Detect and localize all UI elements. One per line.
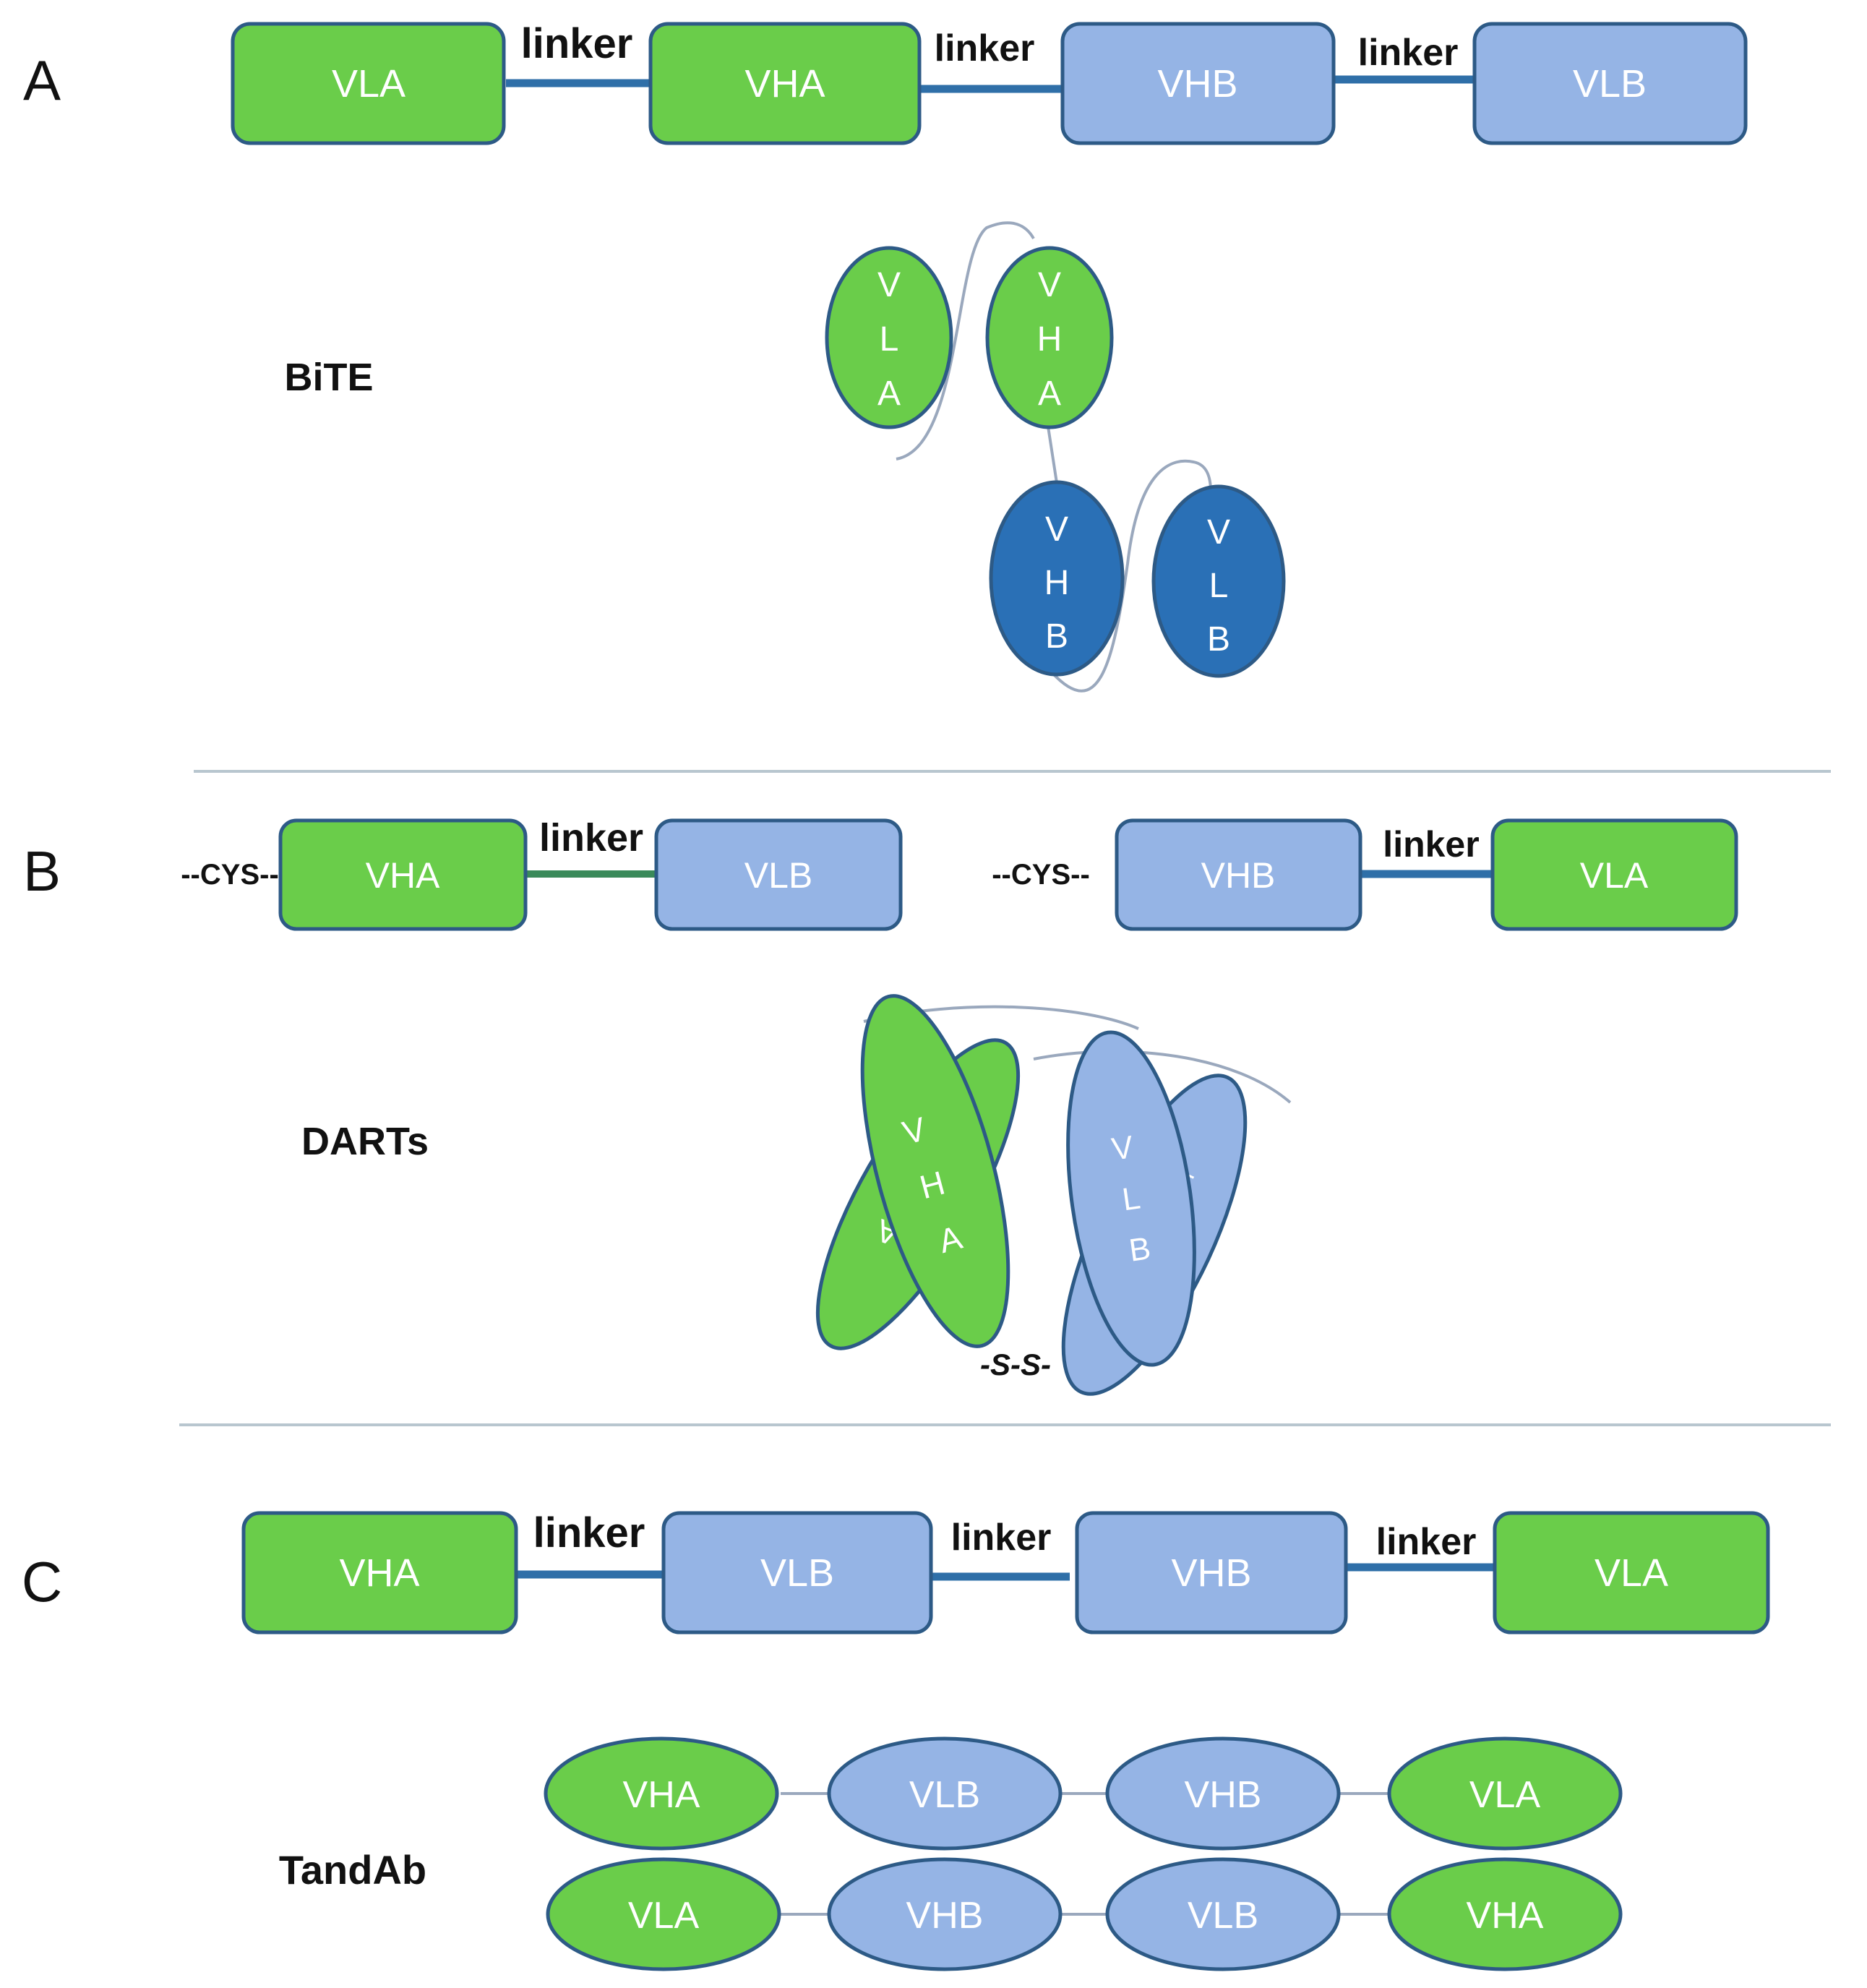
domain-label: VLA: [1595, 1551, 1668, 1595]
panel-c: C VHA VLB VHB VLA linker linker linker T…: [22, 1509, 1770, 1971]
domain-letter: L: [880, 320, 899, 359]
domain-letter: H: [1037, 320, 1063, 359]
domain-vhb: [1060, 22, 1336, 145]
domain-label: VLB: [909, 1774, 980, 1816]
domain-vlb: [661, 1511, 933, 1634]
domain-label: VHA: [339, 1551, 419, 1595]
tandab-domain-vlb: [827, 1736, 1063, 1851]
domain-vha: [648, 22, 922, 145]
domain-vhb: [1075, 1511, 1348, 1634]
tandab-domain-vla: [1387, 1736, 1623, 1851]
domain-label: VHB: [1201, 855, 1276, 896]
format-name-bite: BiTE: [284, 356, 373, 399]
linker-label: linker: [533, 1509, 645, 1556]
tandab-domain-vha: [544, 1736, 779, 1851]
linker-label: linker: [1376, 1521, 1477, 1563]
bite-linker-1: [896, 221, 1035, 460]
bite-linker-3: [1050, 459, 1212, 693]
domain-label: VHB: [906, 1895, 984, 1937]
domain-label: VHB: [1171, 1551, 1251, 1595]
domain-letter: V: [877, 266, 901, 304]
panel-a-letter: A: [23, 48, 61, 112]
domain-label: VLA: [1469, 1774, 1541, 1816]
domain-label: VHA: [623, 1774, 700, 1816]
disulfide-bond-label: -S-S-: [980, 1348, 1051, 1381]
domain-letter: V: [1038, 266, 1061, 304]
domain-letter: H: [1044, 564, 1070, 602]
darts-domain-vha: [860, 994, 1010, 1348]
tandab-domain-vha: [1387, 1857, 1623, 1971]
linker-label: linker: [521, 20, 633, 67]
linker-label: linker: [1358, 32, 1459, 74]
tandab-domain-vhb: [1105, 1736, 1341, 1851]
domain-vla: [1493, 1511, 1770, 1634]
domain-letter: B: [1045, 617, 1068, 656]
domain-letter: V: [1207, 513, 1230, 552]
panel-b-letter: B: [23, 839, 61, 903]
domain-vlb: [1472, 22, 1748, 145]
bite-domain-vla: [825, 246, 953, 429]
domain-letter: A: [877, 374, 901, 413]
domain-label: VLB: [760, 1551, 834, 1595]
domain-label: VLB: [1188, 1895, 1258, 1937]
domain-vha: [241, 1511, 518, 1634]
tandab-domain-vla: [546, 1857, 781, 1971]
domain-vlb: [654, 818, 903, 931]
domain-letter: B: [1127, 1230, 1153, 1269]
domain-vha: [278, 818, 528, 931]
panel-c-letter: C: [22, 1550, 62, 1614]
domain-letter: V: [1045, 510, 1068, 549]
domain-vla: [231, 22, 506, 145]
linker-label: linker: [935, 27, 1035, 69]
panel-b: B --CYS-- VHA VLB linker --CYS-- VHB VLA…: [23, 816, 1738, 1396]
domain-letter: A: [1038, 374, 1061, 413]
format-name-darts: DARTs: [301, 1120, 429, 1163]
domain-vla: [1490, 818, 1738, 931]
domain-letter: B: [1207, 620, 1230, 659]
domain-vhb: [1115, 818, 1362, 931]
cys-prefix: --CYS--: [181, 859, 279, 891]
domain-label: VLA: [1580, 855, 1649, 896]
linker-label: linker: [539, 816, 643, 860]
tandab-domain-vlb: [1105, 1857, 1341, 1971]
domain-label: VHB: [1157, 62, 1237, 106]
bite-linker-2: [1047, 426, 1058, 484]
cys-prefix: --CYS--: [992, 859, 1090, 891]
domain-label: VLA: [332, 62, 405, 106]
darts-domain-vlb: [1066, 1030, 1196, 1367]
bite-domain-vhb: [989, 480, 1125, 677]
domain-label: VHA: [744, 62, 825, 106]
linker-label: linker: [1383, 824, 1479, 865]
panel-a: A VLA VHA VHB VLB linker linker linker B…: [23, 20, 1748, 693]
bite-domain-vha: [985, 246, 1114, 429]
domain-label: VHB: [1185, 1774, 1262, 1816]
domain-letter: L: [1209, 567, 1229, 605]
domain-label: VHA: [366, 855, 440, 896]
bite-domain-vlb: [1151, 484, 1286, 678]
domain-label: VLA: [628, 1895, 700, 1937]
tandab-domain-vhb: [827, 1857, 1063, 1971]
darts-linker-2: [1033, 1050, 1292, 1104]
linker-label: linker: [951, 1517, 1052, 1559]
format-name-tandab: TandAb: [279, 1847, 426, 1893]
domain-label: VHA: [1467, 1895, 1544, 1937]
domain-label: VLB: [744, 855, 813, 896]
domain-label: VLB: [1573, 62, 1647, 106]
